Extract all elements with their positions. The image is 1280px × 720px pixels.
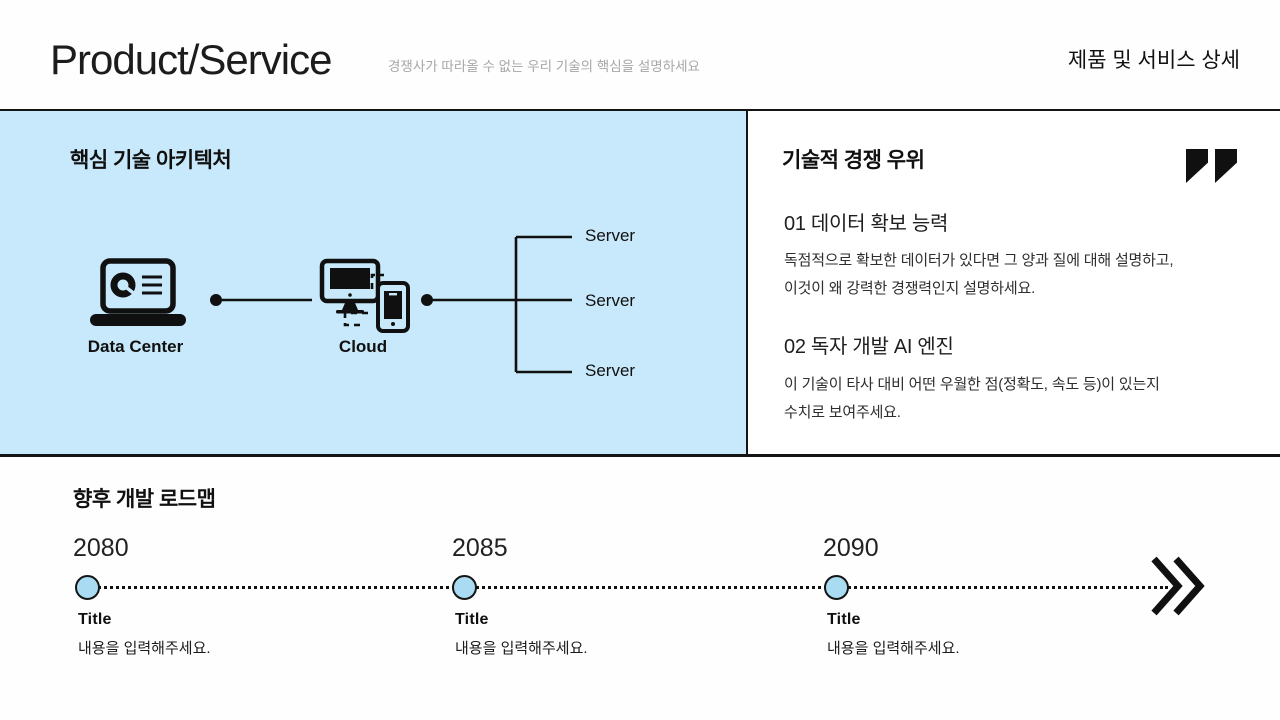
node-label-datacenter: Data Center bbox=[87, 337, 184, 356]
connector-cloud-servers bbox=[421, 294, 516, 306]
server-label: Server bbox=[585, 226, 636, 245]
milestone-year: 2080 bbox=[73, 534, 129, 562]
milestone-marker bbox=[75, 575, 100, 600]
milestone-marker bbox=[824, 575, 849, 600]
server-label: Server bbox=[585, 361, 636, 380]
page-subtitle: 경쟁사가 따라올 수 없는 우리 기술의 핵심을 설명하세요 bbox=[388, 59, 700, 74]
milestone-year: 2085 bbox=[452, 534, 508, 562]
section-divider-line bbox=[0, 454, 1280, 457]
header-divider-line bbox=[0, 109, 1280, 111]
quote-mark-shape bbox=[1215, 149, 1237, 183]
advantage-item-1-body: 독점적으로 확보한 데이터가 있다면 그 양과 질에 대해 설명하고, 이것이 … bbox=[784, 252, 1174, 297]
milestone-title: Title bbox=[78, 611, 112, 628]
architecture-title: 핵심 기술 아키텍처 bbox=[70, 149, 232, 172]
header-section-label: 제품 및 서비스 상세 bbox=[1067, 49, 1240, 72]
architecture-diagram bbox=[90, 235, 572, 374]
cloud-devices-icon bbox=[319, 258, 410, 333]
panel-divider-line bbox=[746, 111, 748, 454]
milestone-desc: 내용을 입력해주세요. bbox=[455, 640, 588, 657]
roadmap-section: 향후 개발 로드맵 2080 2085 2090 Title Title Tit… bbox=[0, 457, 1280, 720]
milestone-desc: 내용을 입력해주세요. bbox=[827, 640, 960, 657]
quote-mark-shape bbox=[1186, 149, 1208, 183]
server-label: Server bbox=[585, 291, 636, 310]
architecture-panel: 핵심 기술 아키텍처 bbox=[0, 111, 746, 454]
advantage-item-2-body: 이 기술이 타사 대비 어떤 우월한 점(정확도, 속도 등)이 있는지 수치로… bbox=[784, 376, 1160, 421]
milestone-marker bbox=[452, 575, 477, 600]
laptop-icon bbox=[90, 258, 186, 326]
roadmap-title: 향후 개발 로드맵 bbox=[73, 488, 216, 511]
timeline-dotted-line bbox=[87, 586, 1168, 589]
milestone-title: Title bbox=[455, 611, 489, 628]
double-chevron-icon bbox=[1151, 556, 1205, 616]
milestone-title: Title bbox=[827, 611, 861, 628]
page-title: Product/Service bbox=[50, 36, 332, 83]
advantage-item-2-heading: 02 독자 개발 AI 엔진 bbox=[784, 336, 954, 358]
double-quote-icon bbox=[1186, 149, 1248, 185]
milestone-desc: 내용을 입력해주세요. bbox=[78, 640, 211, 657]
advantage-title: 기술적 경쟁 우위 bbox=[782, 149, 925, 172]
milestone-year: 2090 bbox=[823, 534, 879, 562]
node-label-cloud: Cloud bbox=[338, 337, 388, 356]
advantage-panel: 기술적 경쟁 우위 01 데이터 확보 능력 독점적으로 확보한 데이터가 있다… bbox=[748, 111, 1280, 454]
connector-datacenter-cloud bbox=[210, 294, 312, 306]
server-bracket bbox=[514, 235, 572, 374]
advantage-item-1-heading: 01 데이터 확보 능력 bbox=[784, 213, 949, 235]
